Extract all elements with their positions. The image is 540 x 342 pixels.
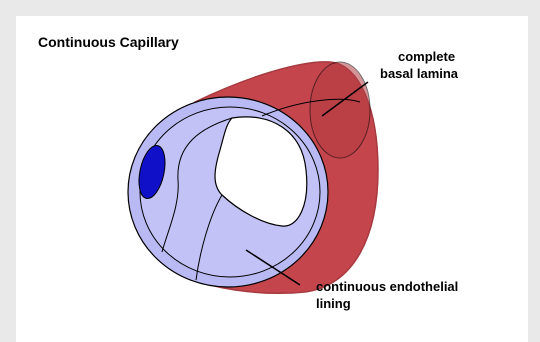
endothelial-lining-label-line2: lining (316, 295, 458, 312)
endothelial-lining-label-line1: continuous endothelial (316, 278, 458, 295)
basal-lamina-label: complete basal lamina (380, 48, 458, 82)
basal-lamina-label-line1: complete (380, 48, 458, 65)
basal-lamina-far-end (310, 62, 370, 158)
basal-lamina-label-line2: basal lamina (380, 65, 458, 82)
endothelial-lining-label: continuous endothelial lining (316, 278, 458, 312)
